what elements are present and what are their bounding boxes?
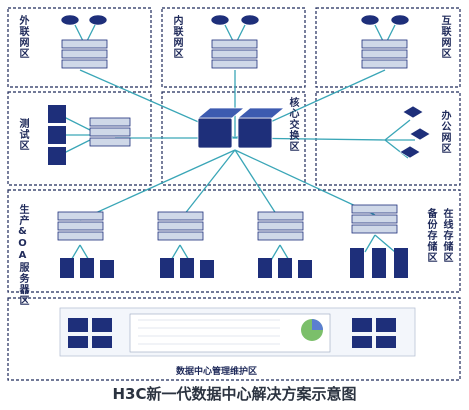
zone-label-external: 外联网区: [17, 15, 28, 59]
zone-production: [7, 189, 461, 293]
test-servers: [48, 105, 66, 165]
zone-label-office: 办公网区: [439, 110, 450, 154]
zone-label-core: 核心交换区: [287, 97, 298, 152]
zone-label-test: 测试区: [17, 118, 28, 151]
zone-label-production: 生产&OA服务器区: [17, 204, 28, 306]
diagram-caption: H3C新一代数据中心解决方案示意图: [112, 385, 357, 403]
zone-label-management: 数据中心管理维护区: [176, 367, 258, 377]
management-area: [59, 307, 416, 357]
router-icons: [60, 14, 410, 26]
production-servers: [60, 248, 408, 278]
zone-management: [7, 297, 461, 381]
switch-stacks: [57, 39, 408, 241]
zone-label-backup-storage: 备份存储区: [425, 208, 436, 263]
zone-external: [7, 7, 152, 88]
core-switch: [196, 107, 286, 149]
zone-internal: [161, 7, 306, 88]
zone-internet: [315, 7, 461, 88]
zone-label-online-storage: 在线存储区: [441, 208, 452, 263]
zone-test: [7, 91, 152, 186]
zone-label-internal: 内联网区: [171, 15, 182, 59]
zone-label-internet: 互联网区: [439, 15, 450, 59]
office-switches: [399, 105, 431, 159]
